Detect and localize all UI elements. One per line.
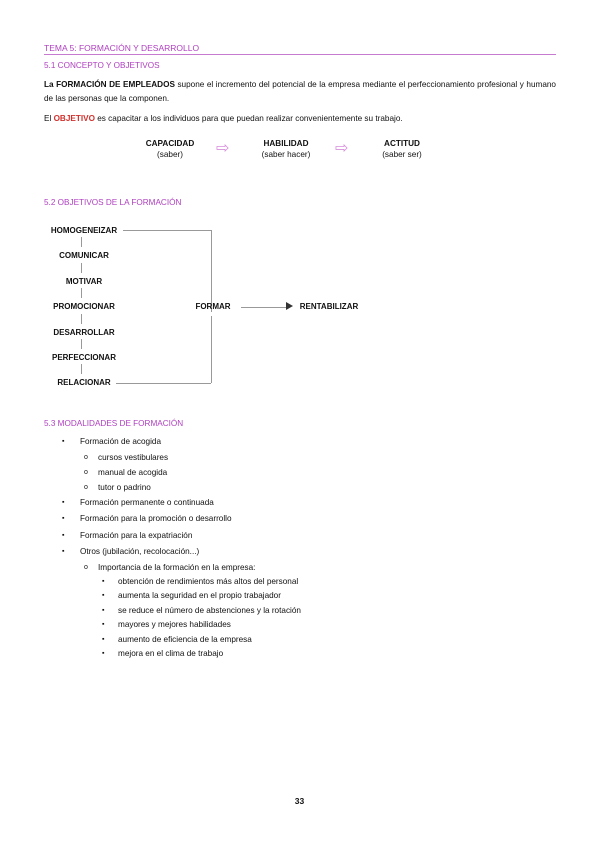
list-item: Formación para la expatriación <box>44 528 556 544</box>
chain-item-actitud: ACTITUD (saber ser) <box>372 138 432 160</box>
connector-line <box>81 237 82 247</box>
arrow-line <box>241 307 287 308</box>
chain-item-capacidad: CAPACIDAD (saber) <box>140 138 200 160</box>
chain-title: ACTITUD <box>384 139 420 148</box>
chain-title: CAPACIDAD <box>145 139 195 148</box>
connector-line <box>81 288 82 298</box>
section-title-2: 5.2 OBJETIVOS DE LA FORMACIÓN <box>44 198 182 207</box>
list-item: aumento de eficiencia de la empresa <box>44 633 556 648</box>
chain-item-habilidad: HABILIDAD (saber hacer) <box>250 138 322 160</box>
diagram-node-perfeccionar: PERFECCIONAR <box>51 353 116 362</box>
list-item: tutor o padrino <box>44 480 556 495</box>
arrow-head-icon <box>286 302 293 310</box>
connector-line <box>81 364 82 374</box>
list-item: Formación para la promoción o desarrollo <box>44 511 556 527</box>
list-item: Importancia de la formación en la empres… <box>44 560 556 575</box>
diagram-node-formar: FORMAR <box>195 302 231 311</box>
definition-bold: La FORMACIÓN DE EMPLEADOS <box>44 80 175 89</box>
chain-title: HABILIDAD <box>263 139 309 148</box>
diagram-node-motivar: MOTIVAR <box>65 277 103 286</box>
diagram-node-rentabilizar: RENTABILIZAR <box>299 302 359 311</box>
list-item: Formación de acogida <box>44 434 556 450</box>
arrow-right-icon: ⇨ <box>335 140 349 157</box>
diagram-node-promocionar: PROMOCIONAR <box>53 302 115 311</box>
paragraph-definition: La FORMACIÓN DE EMPLEADOS supone el incr… <box>44 78 556 106</box>
chain-sub: (saber ser) <box>382 150 422 159</box>
bracket-upper-line <box>211 230 212 312</box>
list-item: aumenta la seguridad en el propio trabaj… <box>44 589 556 604</box>
list-item: se reduce el número de abstenciones y la… <box>44 604 556 619</box>
objective-pre: El <box>44 114 54 123</box>
chain-sub: (saber) <box>157 150 183 159</box>
bracket-bottom-line <box>116 383 211 384</box>
bracket-top-line <box>123 230 211 231</box>
list-item: Formación permanente o continuada <box>44 495 556 511</box>
list-item: manual de acogida <box>44 465 556 480</box>
connector-line <box>81 263 82 273</box>
diagram-node-homogeneizar: HOMOGENEIZAR <box>50 226 118 235</box>
page-header: TEMA 5: FORMACIÓN Y DESARROLLO <box>44 43 556 55</box>
connector-line <box>81 314 82 324</box>
paragraph-objective: El OBJETIVO es capacitar a los individuo… <box>44 112 556 126</box>
list-item: mejora en el clima de trabajo <box>44 647 556 662</box>
objective-keyword: OBJETIVO <box>53 114 95 123</box>
definition-text: supone el incremento del potencial de la… <box>44 80 556 103</box>
list-item: obtención de rendimientos más altos del … <box>44 575 556 590</box>
diagram-node-relacionar: RELACIONAR <box>57 378 111 387</box>
list-item: cursos vestibulares <box>44 450 556 465</box>
list-item: Otros (jubilación, recolocación...) <box>44 544 556 560</box>
section-title-1: 5.1 CONCEPTO Y OBJETIVOS <box>44 61 160 70</box>
page-number: 33 <box>294 796 305 806</box>
modalities-list: Formación de acogida cursos vestibulares… <box>44 434 556 662</box>
list-item: mayores y mejores habilidades <box>44 618 556 633</box>
diagram-node-desarrollar: DESARROLLAR <box>53 328 115 337</box>
section-title-3: 5.3 MODALIDADES DE FORMACIÓN <box>44 419 184 428</box>
bracket-lower-line <box>211 316 212 383</box>
diagram-node-comunicar: COMUNICAR <box>59 251 109 260</box>
chain-sub: (saber hacer) <box>261 150 311 159</box>
arrow-right-icon: ⇨ <box>216 140 230 157</box>
objective-text: es capacitar a los individuos para que p… <box>94 114 403 123</box>
connector-line <box>81 339 82 349</box>
